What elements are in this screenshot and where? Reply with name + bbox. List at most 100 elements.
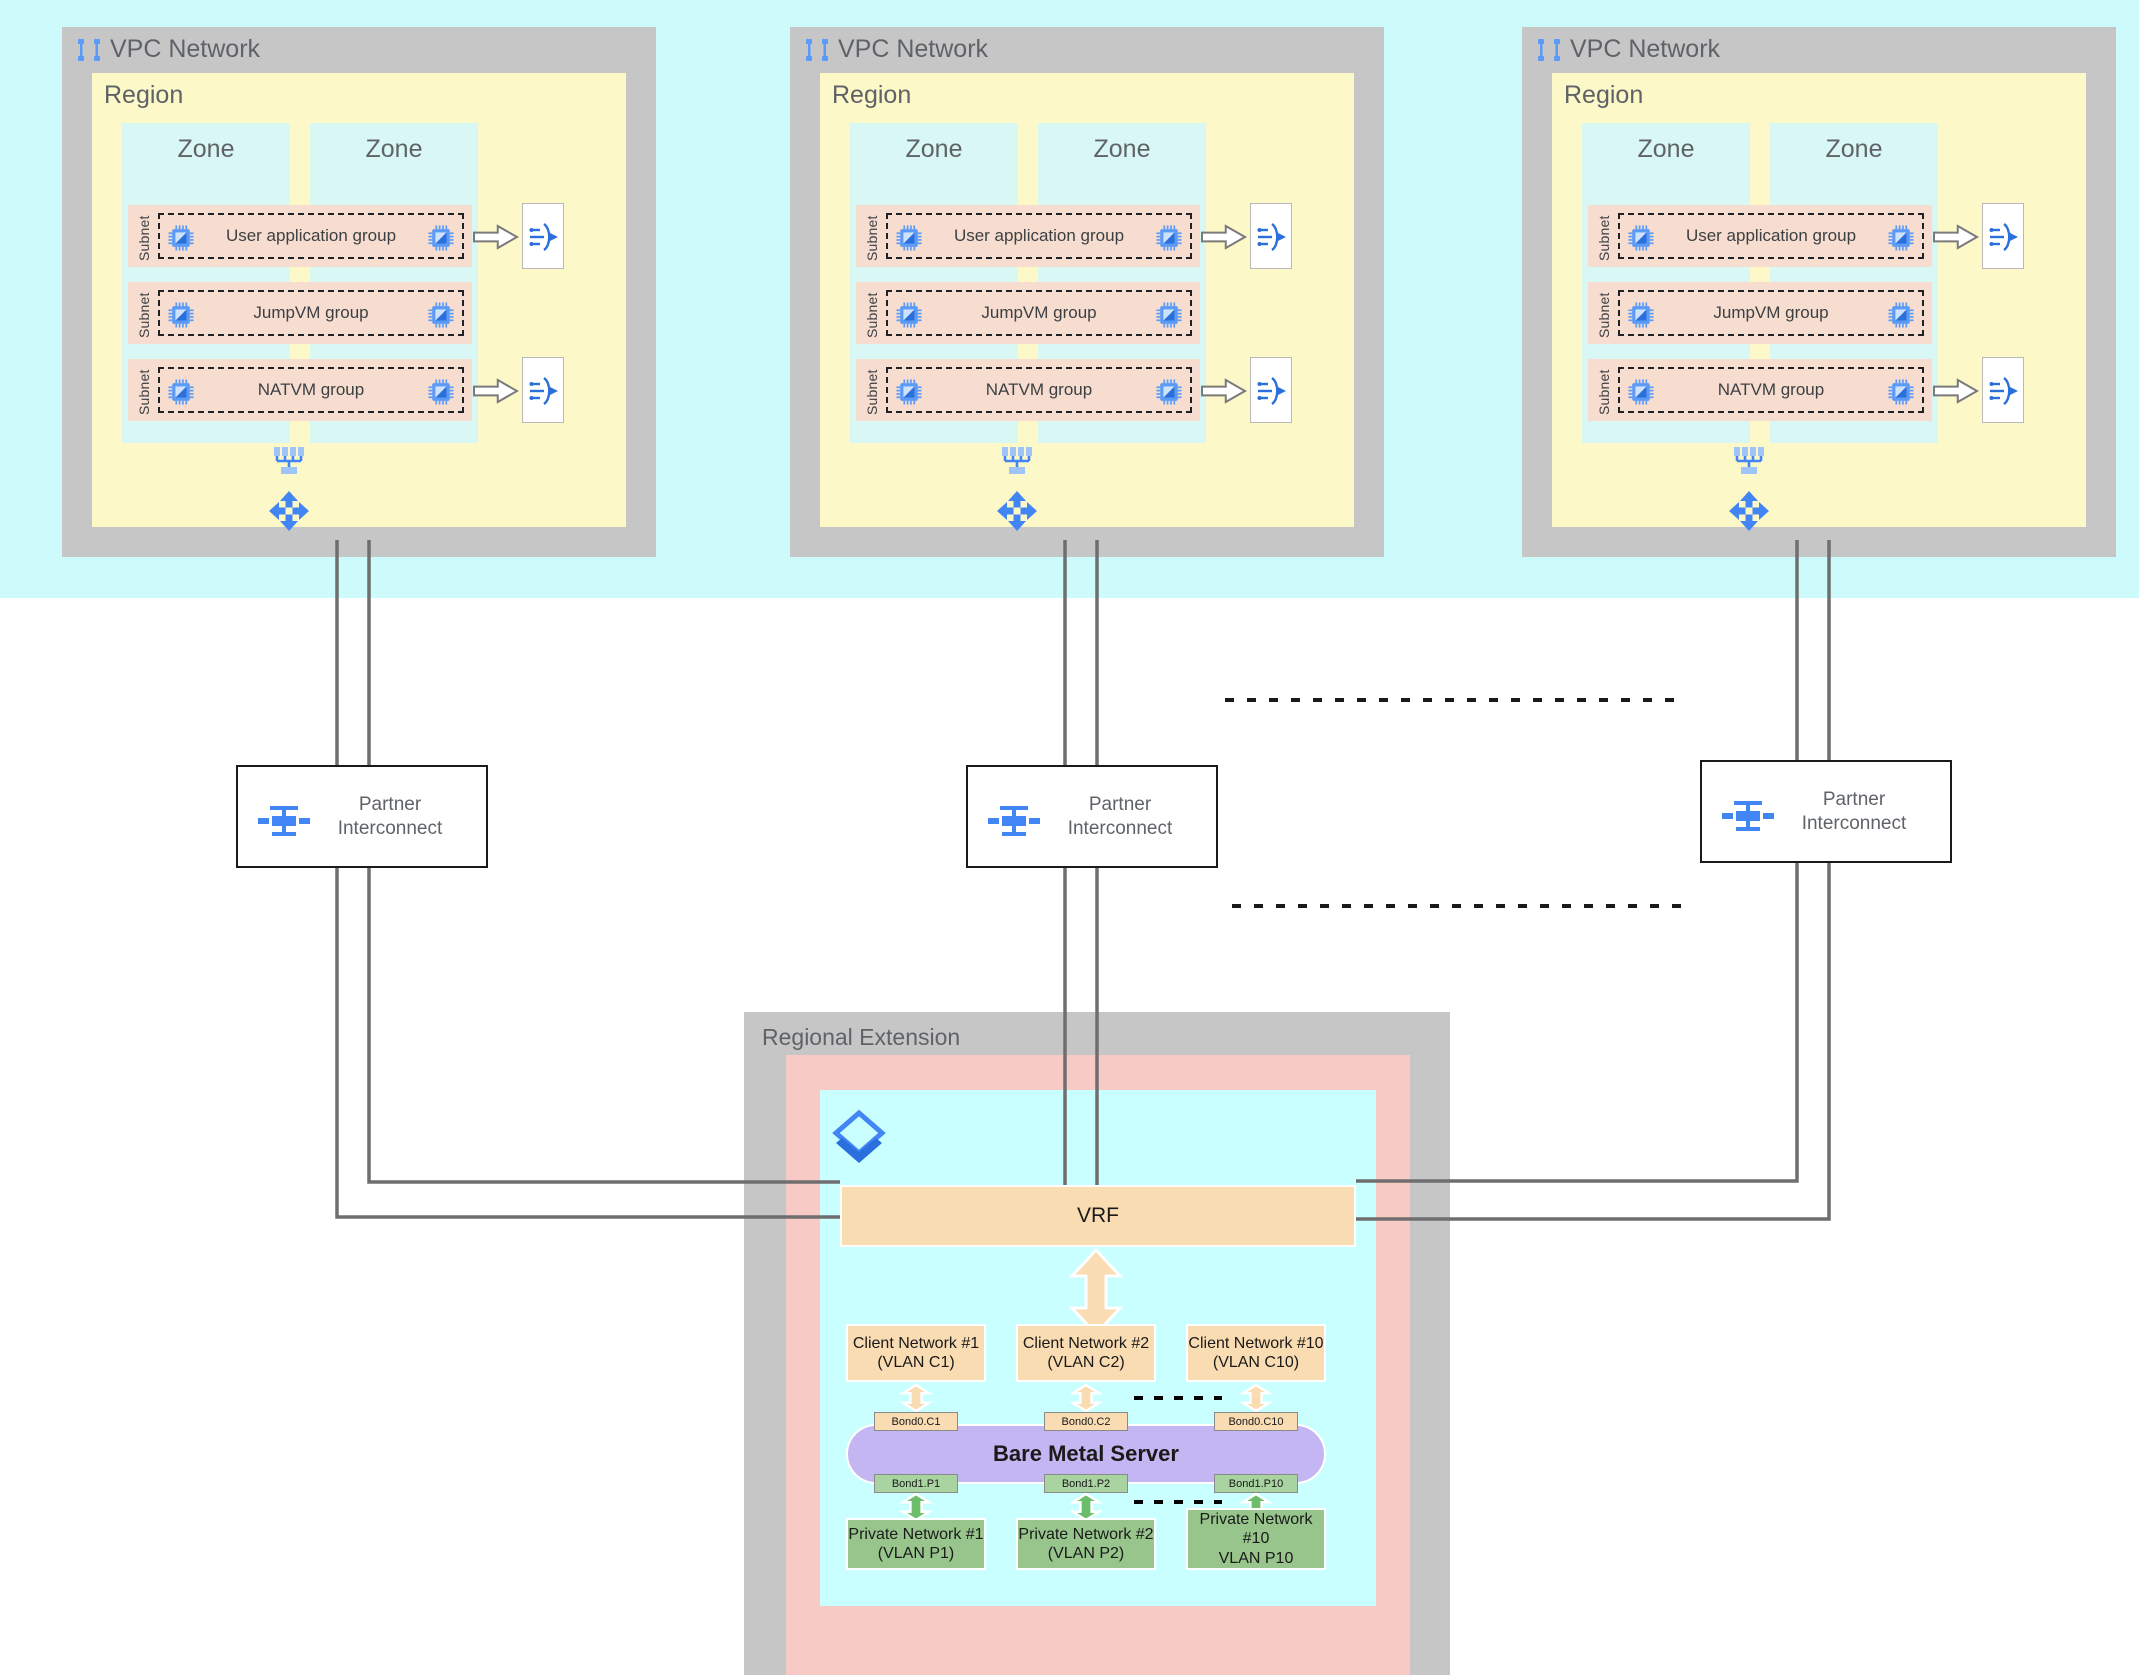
vpc-network-title: VPC Network xyxy=(110,35,261,63)
client-network-line2: (VLAN C2) xyxy=(1047,1354,1125,1371)
cloud-nat-gateway-1[interactable] xyxy=(522,203,564,269)
cloud-router-icon[interactable] xyxy=(1727,489,1771,533)
partner-interconnect-icon xyxy=(1720,793,1776,835)
regional-extension-title: Regional Extension xyxy=(762,1024,961,1050)
cloud-nat-icon xyxy=(1254,373,1290,409)
vm-instance-icon xyxy=(896,379,922,405)
subnet-label: Subnet xyxy=(864,215,880,261)
private-network-line1: Private Network #1 xyxy=(848,1525,984,1543)
vm-instance-icon xyxy=(1888,302,1914,328)
instance-group-label: JumpVM group xyxy=(981,303,1097,322)
subnet-1: Subnet User application group xyxy=(1588,205,1932,267)
cloud-nat-gateway-3[interactable] xyxy=(522,357,564,423)
subnet-label: Subnet xyxy=(864,369,880,415)
instance-group-2[interactable]: JumpVM group xyxy=(1618,290,1924,336)
partner-interconnect-icon xyxy=(986,798,1042,840)
client-network-bond-arrow-icon xyxy=(1238,1383,1274,1413)
subnet-3: Subnet NATVM group xyxy=(128,359,472,421)
partner-interconnect-1[interactable]: Partner Interconnect xyxy=(236,765,488,868)
partner-interconnect-line2: Interconnect xyxy=(337,817,443,839)
subnet-3: Subnet NATVM group xyxy=(1588,359,1932,421)
instance-group-1[interactable]: User application group xyxy=(886,213,1192,259)
cloud-router-icon[interactable] xyxy=(267,489,311,533)
client-network-2[interactable]: Client Network #2 (VLAN C2) xyxy=(1016,1324,1156,1382)
vm-instance-icon xyxy=(896,302,922,328)
zone-label: Zone xyxy=(1637,135,1695,163)
cloud-nat-icon xyxy=(1254,219,1290,255)
instance-group-label: User application group xyxy=(225,226,397,245)
cloud-nat-gateway-1[interactable] xyxy=(1250,203,1292,269)
vpc-network-icon xyxy=(1536,37,1562,63)
instance-group-3[interactable]: NATVM group xyxy=(886,367,1192,413)
client-network-3[interactable]: Client Network #10 (VLAN C10) xyxy=(1186,1324,1326,1382)
vm-instance-icon xyxy=(168,379,194,405)
instance-group-label: NATVM group xyxy=(1717,380,1825,399)
vrf-label: VRF xyxy=(1077,1204,1119,1227)
subnet-label: Subnet xyxy=(136,369,152,415)
subnet-tree-icon xyxy=(1000,447,1034,477)
private-network-2[interactable]: Private Network #2 (VLAN P2) xyxy=(1016,1518,1156,1570)
instance-group-2[interactable]: JumpVM group xyxy=(886,290,1192,336)
partner-interconnect-2[interactable]: Partner Interconnect xyxy=(966,765,1218,868)
client-network-bond-arrow-icon xyxy=(1068,1383,1104,1413)
private-network-line2: (VLAN P2) xyxy=(1047,1545,1125,1562)
instance-group-1[interactable]: User application group xyxy=(1618,213,1924,259)
subnet-label: Subnet xyxy=(136,292,152,338)
bond1-chip-1: Bond1.P1 xyxy=(874,1474,958,1493)
cloud-nat-icon xyxy=(1986,373,2022,409)
vm-instance-icon xyxy=(428,379,454,405)
private-network-line1: Private Network #2 xyxy=(1018,1525,1154,1543)
vm-instance-icon xyxy=(1156,379,1182,405)
bond0-chip-3: Bond0.C10 xyxy=(1214,1412,1298,1431)
instance-group-label: JumpVM group xyxy=(1713,303,1829,322)
vrf-box[interactable]: VRF xyxy=(840,1185,1356,1247)
vpc-network-title: VPC Network xyxy=(1570,35,1721,63)
subnet-to-nat-arrow-icon xyxy=(1933,378,1980,404)
subnet-3: Subnet NATVM group xyxy=(856,359,1200,421)
subnet-label: Subnet xyxy=(136,215,152,261)
private-network-3[interactable]: Private Network #10 VLAN P10 xyxy=(1186,1508,1326,1570)
subnet-tree-icon xyxy=(1732,447,1766,477)
partner-interconnect-line1: Partner xyxy=(358,793,422,815)
private-network-1[interactable]: Private Network #1 (VLAN P1) xyxy=(846,1518,986,1570)
client-network-1[interactable]: Client Network #1 (VLAN C1) xyxy=(846,1324,986,1382)
cloud-nat-gateway-1[interactable] xyxy=(1982,203,2024,269)
subnet-tree-icon xyxy=(272,447,306,477)
client-network-line2: (VLAN C10) xyxy=(1212,1354,1300,1371)
vm-instance-icon xyxy=(1156,225,1182,251)
region-label: Region xyxy=(104,81,184,109)
bond1-label: Bond1.P2 xyxy=(1061,1477,1111,1490)
vm-instance-icon xyxy=(1888,379,1914,405)
instance-group-1[interactable]: User application group xyxy=(158,213,464,259)
subnet-1: Subnet User application group xyxy=(856,205,1200,267)
bond1-chip-3: Bond1.P10 xyxy=(1214,1474,1298,1493)
vm-instance-icon xyxy=(168,302,194,328)
subnet-to-nat-arrow-icon xyxy=(1201,378,1248,404)
vpc-network-3: VPC Network Region Zone Zone Subnet xyxy=(1522,27,2116,557)
instance-group-2[interactable]: JumpVM group xyxy=(158,290,464,336)
instance-group-3[interactable]: NATVM group xyxy=(158,367,464,413)
vpc-network-2: VPC Network Region Zone Zone Subnet xyxy=(790,27,1384,557)
vpc-network-icon xyxy=(76,37,102,63)
instance-group-label: NATVM group xyxy=(257,380,365,399)
cloud-nat-gateway-3[interactable] xyxy=(1250,357,1292,423)
subnet-1: Subnet User application group xyxy=(128,205,472,267)
instance-group-3[interactable]: NATVM group xyxy=(1618,367,1924,413)
bond1-chip-2: Bond1.P2 xyxy=(1044,1474,1128,1493)
private-network-line2: (VLAN P1) xyxy=(877,1545,955,1562)
subnet-2: Subnet JumpVM group xyxy=(1588,282,1932,344)
partner-interconnect-icon xyxy=(256,798,312,840)
client-network-bond-arrow-icon xyxy=(898,1383,934,1413)
zone-label: Zone xyxy=(177,135,235,163)
vm-instance-icon xyxy=(896,225,922,251)
cloud-router-icon[interactable] xyxy=(995,489,1039,533)
subnet-to-nat-arrow-icon xyxy=(1933,224,1980,250)
subnet-label: Subnet xyxy=(1596,369,1612,415)
instance-group-label: User application group xyxy=(1685,226,1857,245)
vm-instance-icon xyxy=(1628,379,1654,405)
partner-interconnect-3[interactable]: Partner Interconnect xyxy=(1700,760,1952,863)
subnet-2: Subnet JumpVM group xyxy=(856,282,1200,344)
cloud-nat-gateway-3[interactable] xyxy=(1982,357,2024,423)
subnet-label: Subnet xyxy=(1596,215,1612,261)
client-network-line1: Client Network #1 xyxy=(852,1334,980,1352)
